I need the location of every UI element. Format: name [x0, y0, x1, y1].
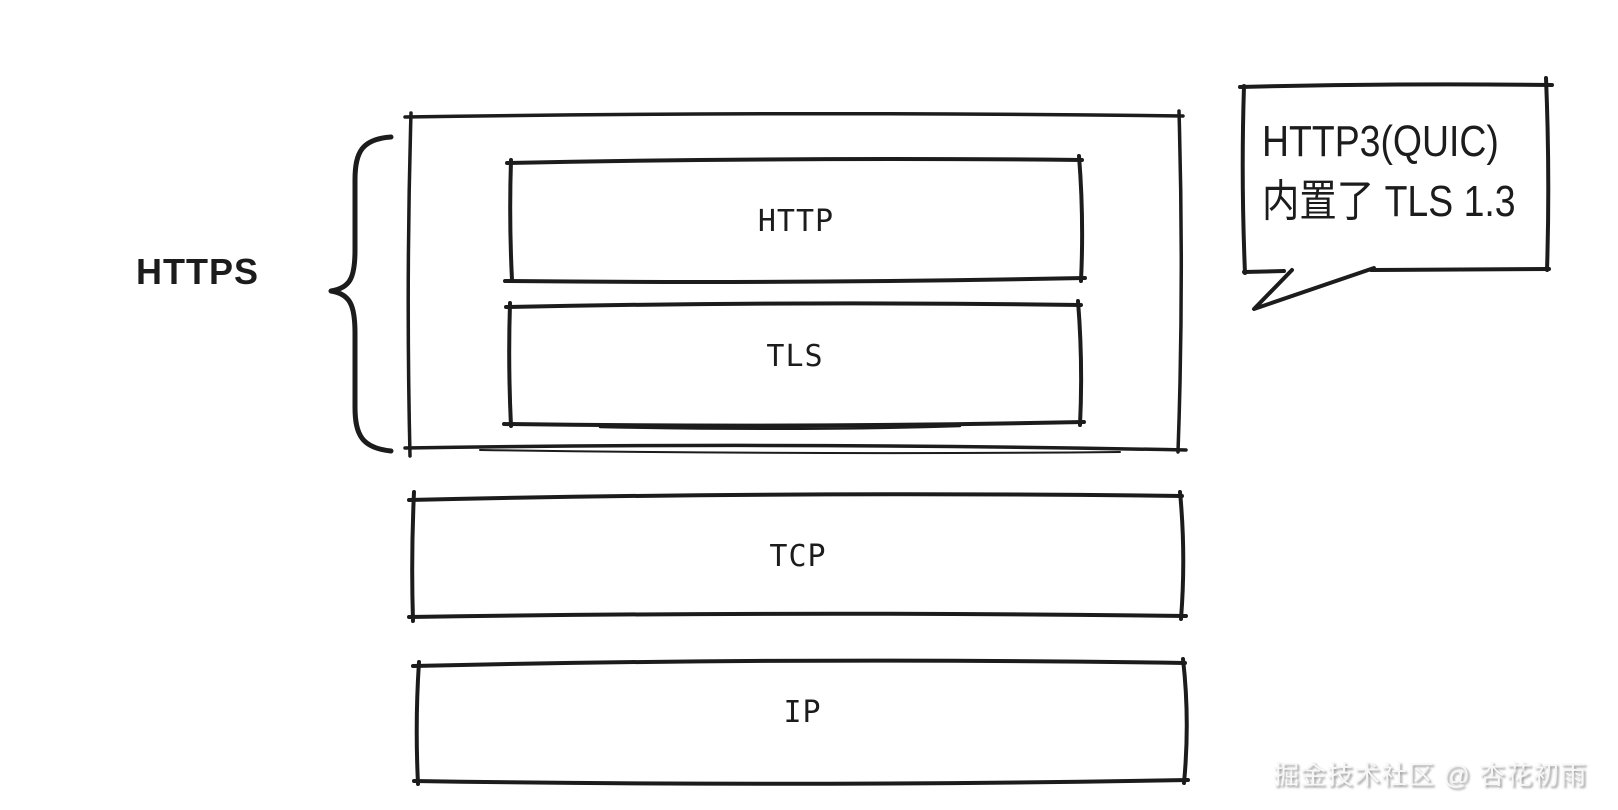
tcp-layer-box	[407, 490, 1188, 623]
https-brace-label: HTTPS	[135, 251, 259, 292]
callout-bubble	[1238, 76, 1554, 311]
https-outer-box	[403, 109, 1188, 458]
watermark: 掘金技术社区 @ 杏花初雨	[1273, 760, 1587, 790]
http-layer-box	[503, 154, 1087, 284]
tls-layer-box	[502, 299, 1086, 431]
https-brace-icon	[328, 134, 394, 454]
callout-line-1: HTTP3(QUIC)	[1262, 117, 1499, 166]
ip-layer-box	[411, 657, 1190, 786]
callout-line-2: 内置了 TLS 1.3	[1262, 177, 1516, 226]
callout-text: HTTP3(QUIC) 内置了 TLS 1.3	[1262, 112, 1551, 232]
